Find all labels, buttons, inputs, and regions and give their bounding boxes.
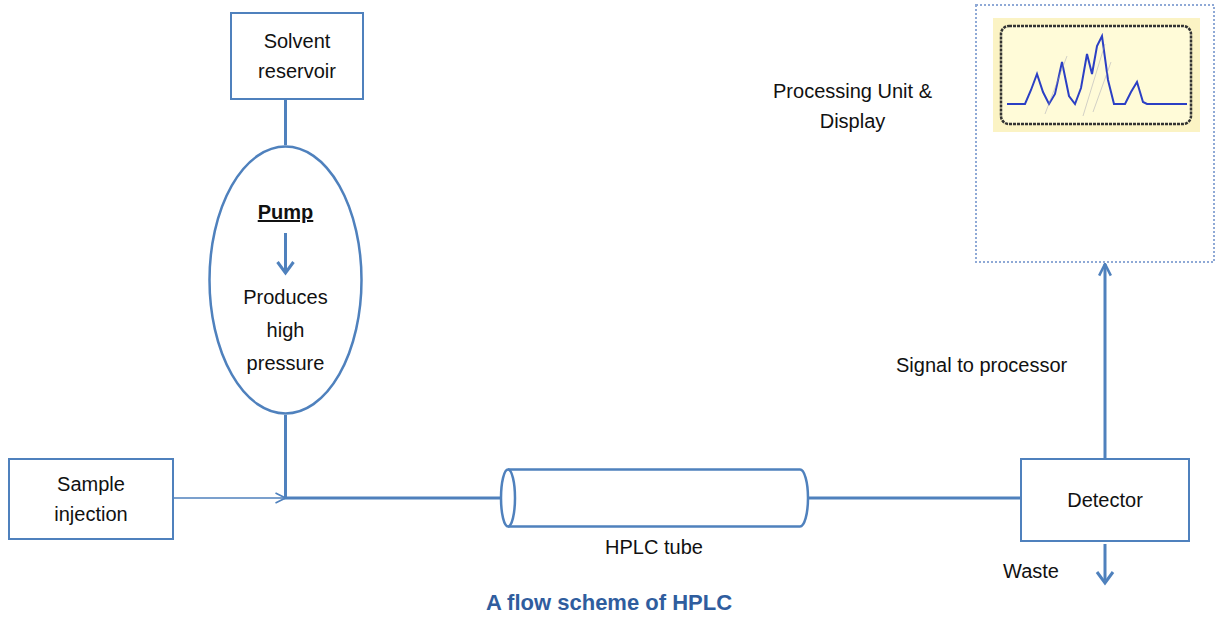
box-label: Solvent reservoir: [240, 26, 354, 86]
display-screen: Processing Unit & Display: [975, 4, 1215, 263]
tube-outline: [500, 468, 808, 528]
column-label: HPLC tube: [500, 534, 808, 560]
hplc-column: HPLC tube: [500, 468, 808, 528]
display-label: Processing Unit & Display: [770, 76, 935, 136]
screen-window: [1001, 26, 1191, 124]
pump-arrow: [284, 233, 287, 271]
signal-label: Signal to processor: [896, 352, 1067, 378]
pump-description: Produces high pressure: [236, 281, 336, 380]
waste-arrowhead: [1097, 572, 1113, 583]
flow-line: [286, 415, 501, 498]
ellipse-outline: [208, 145, 363, 415]
box-label: Detector: [1067, 485, 1143, 515]
pump-heading: Pump: [236, 197, 336, 227]
reservoir-box: Solvent reservoir: [230, 12, 364, 100]
screen-frame: [976, 5, 1214, 262]
detector-box: Detector: [1020, 458, 1190, 542]
pump-ellipse: PumpProduces high pressure: [208, 145, 363, 415]
flow-line: [808, 497, 1020, 500]
box-label: Sample injection: [18, 469, 164, 529]
flow-line: [284, 100, 287, 145]
injection-box: Sample injection: [8, 458, 174, 540]
screen-ground: [993, 18, 1200, 132]
flow-line: [1104, 264, 1107, 458]
screen-glare: [1045, 44, 1111, 116]
waste-line: [1104, 544, 1107, 580]
tube-end: [501, 470, 515, 527]
tube-body: [508, 470, 808, 527]
screen-outline: [975, 4, 1215, 263]
pump-outline: [210, 147, 362, 414]
flow-line: [174, 497, 500, 499]
figure-caption: A flow scheme of HPLC: [0, 590, 1218, 616]
waste-label: Waste: [1003, 558, 1059, 584]
pump-arrowhead: [278, 262, 294, 273]
